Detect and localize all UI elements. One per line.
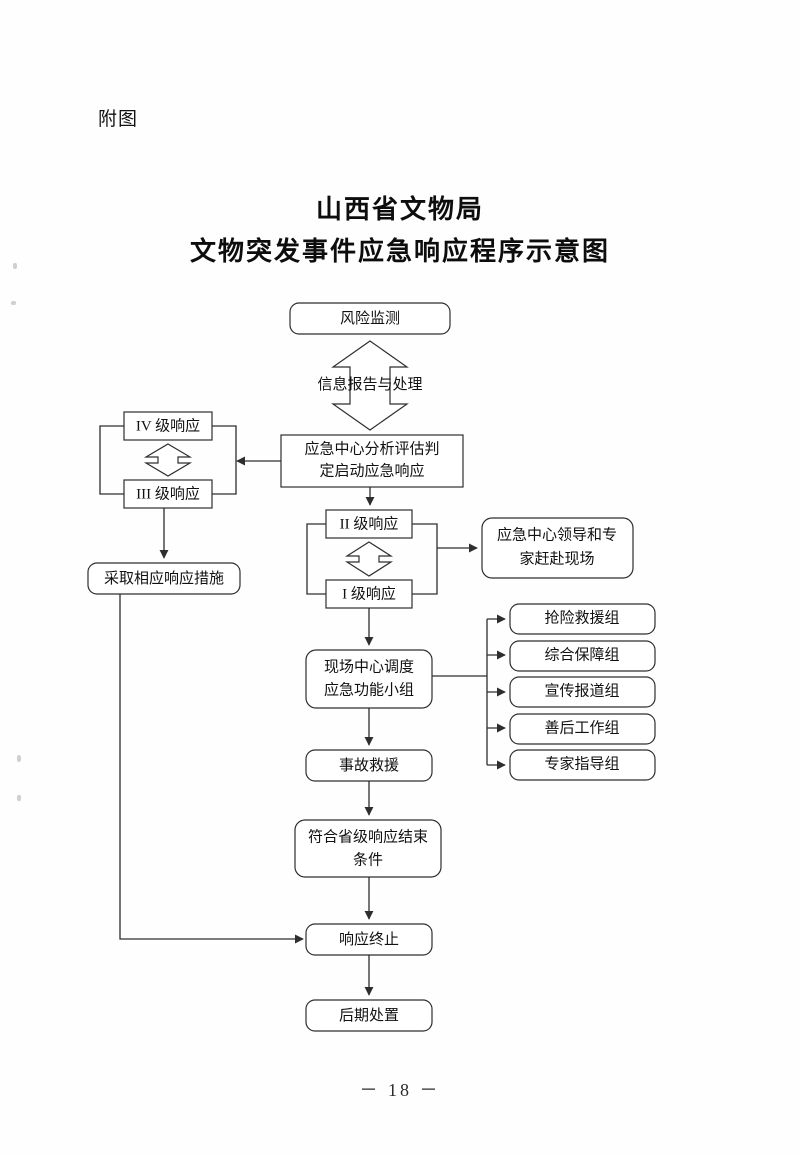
node-onsite-dispatch-functional-groups[interactable]: 现场中心调度 应急功能小组	[305, 649, 433, 709]
edge-dispatch-to-groups-trunk	[432, 614, 506, 770]
node-label-line2: 条件	[353, 851, 383, 868]
bracket-level-4-3	[99, 425, 237, 495]
node-label-line2: 应急功能小组	[324, 680, 414, 698]
node-emergency-center-assessment[interactable]: 应急中心分析评估判 定启动应急响应	[280, 434, 464, 488]
node-level-1-response[interactable]: I 级响应	[325, 579, 413, 609]
scan-speckle	[17, 755, 21, 762]
double-arrow-level-2-1	[344, 541, 394, 577]
node-label: 信息报告与处理	[317, 376, 422, 393]
node-label: 后期处置	[339, 1007, 399, 1024]
attachment-label: 附图	[98, 109, 139, 130]
node-label: III 级响应	[136, 484, 200, 502]
node-label-line2: 定启动应急响应	[319, 461, 424, 479]
node-label-line2: 家赶赴现场	[519, 550, 594, 567]
bracket-level-2-1	[306, 523, 438, 595]
node-response-termination[interactable]: 响应终止	[305, 923, 433, 956]
node-label: 响应终止	[339, 930, 399, 948]
node-label: 专家指导组	[544, 755, 619, 772]
node-group-comprehensive-support[interactable]: 综合保障组	[509, 640, 656, 672]
node-take-response-measures[interactable]: 采取相应响应措施	[87, 562, 241, 595]
node-label-line1: 符合省级响应结束	[308, 827, 428, 845]
node-label-line1: 现场中心调度	[324, 658, 414, 675]
node-label: 善后工作组	[544, 719, 619, 736]
node-label: II 级响应	[340, 514, 399, 532]
scan-speckle	[11, 301, 16, 305]
page-title-line1: 山西省文物局	[315, 195, 484, 224]
node-group-aftermath-work[interactable]: 善后工作组	[509, 713, 656, 745]
node-label: 采取相应响应措施	[104, 569, 224, 587]
node-group-publicity-reporting[interactable]: 宣传报道组	[509, 676, 656, 708]
scan-speckle	[17, 795, 21, 801]
node-label: IV 级响应	[136, 416, 200, 434]
node-label: 事故救援	[339, 757, 399, 774]
node-level-3-response[interactable]: III 级响应	[123, 479, 213, 509]
page-title-line2: 文物突发事件应急响应程序示意图	[189, 237, 610, 266]
node-label: 宣传报道组	[544, 682, 619, 699]
node-label: 风险监测	[340, 310, 400, 327]
node-level-4-response[interactable]: IV 级响应	[123, 411, 213, 441]
node-label: 综合保障组	[544, 645, 619, 663]
node-post-disposal[interactable]: 后期处置	[305, 999, 433, 1032]
node-level-2-response[interactable]: II 级响应	[325, 509, 413, 539]
page-number: － 18 －	[359, 1080, 441, 1100]
node-label: I 级响应	[342, 584, 396, 602]
node-accident-rescue[interactable]: 事故救援	[305, 749, 433, 782]
node-group-rescue[interactable]: 抢险救援组	[509, 603, 656, 635]
node-leaders-experts-onsite[interactable]: 应急中心领导和专 家赶赴现场	[481, 517, 634, 579]
node-group-expert-guidance[interactable]: 专家指导组	[509, 749, 656, 781]
scan-speckle	[13, 263, 17, 269]
edge-measures-to-termination	[119, 594, 304, 944]
node-label-line1: 应急中心领导和专	[497, 525, 617, 543]
node-information-report-and-handling[interactable]: 信息报告与处理	[317, 340, 423, 431]
node-meets-provincial-end-conditions[interactable]: 符合省级响应结束 条件	[294, 819, 442, 878]
double-arrow-level-4-3	[143, 443, 193, 477]
node-label-line1: 应急中心分析评估判	[304, 439, 439, 457]
node-risk-monitoring[interactable]: 风险监测	[289, 302, 451, 335]
node-label: 抢险救援组	[544, 608, 619, 626]
